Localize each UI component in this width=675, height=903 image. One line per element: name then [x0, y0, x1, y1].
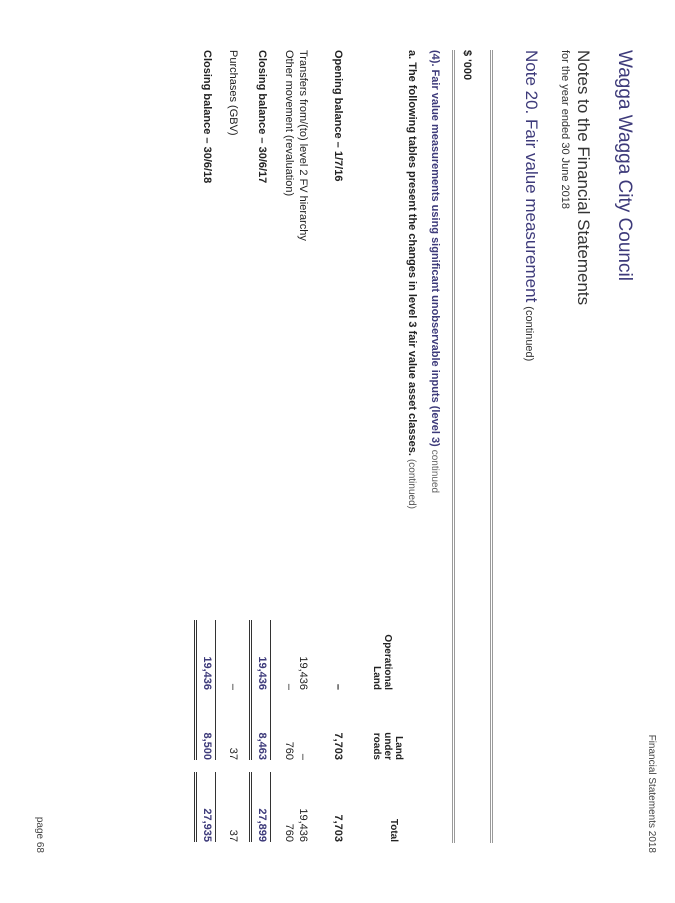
note-title: Note 20. Fair value measurement (continue…	[521, 50, 541, 361]
subtotal-line	[215, 690, 216, 760]
section-title: (4). Fair value measurements using signi…	[429, 50, 441, 493]
document-title: Notes to the Financial Statements	[574, 50, 593, 306]
cell-value: 8,500	[201, 732, 213, 760]
unit-rule	[452, 50, 455, 843]
subsection-title: a. The following tables present the chan…	[406, 50, 418, 509]
cell-value: 7,703	[332, 732, 344, 760]
report-name: Financial Statements 2018	[646, 734, 657, 853]
section-title-suffix: continued	[429, 449, 440, 494]
subtotal-line	[270, 620, 271, 690]
subtotal-line	[270, 772, 271, 842]
subsection-title-text: a. The following tables present the chan…	[406, 50, 418, 456]
total-double-line	[249, 620, 252, 690]
total-double-line	[194, 690, 197, 760]
cell-value: 37	[227, 747, 239, 760]
section-title-text: (4). Fair value measurements using signi…	[429, 50, 441, 447]
subtotal-line	[270, 690, 271, 760]
cell-value: –	[297, 753, 309, 760]
cell-value: 19,436	[256, 656, 268, 690]
total-double-line	[249, 772, 252, 842]
row-label-closing-balance-2018: Closing balance – 30/6/18	[201, 50, 213, 184]
cell-value: 19,436	[297, 656, 309, 690]
row-label-purchases: Purchases (GBV)	[227, 50, 239, 136]
note-title-text: Note 20. Fair value measurement	[522, 50, 541, 303]
cell-value: –	[332, 683, 344, 690]
cell-value: 37	[227, 829, 239, 842]
subtotal-line	[215, 772, 216, 842]
cell-value: 760	[283, 741, 295, 760]
cell-value: 7,703	[332, 814, 344, 842]
total-double-line	[249, 690, 252, 760]
cell-value: 19,436	[201, 656, 213, 690]
col-header-line: roads	[371, 732, 382, 760]
row-label-transfers: Transfers from/(to) level 2 FV hierarchy	[297, 50, 309, 241]
col-header-line: Land	[393, 736, 404, 760]
row-label-other-movement: Other movement (revaluation)	[283, 50, 295, 197]
cell-value: 760	[283, 823, 295, 842]
col-header-line: Total	[388, 818, 399, 842]
cell-value: –	[283, 683, 295, 690]
col-header-operational-land: Operational Land	[371, 620, 393, 690]
note-title-suffix: (continued)	[523, 306, 535, 362]
row-label-closing-balance-2017: Closing balance – 30/6/17	[256, 50, 268, 184]
col-header-land-under-roads: Land under roads	[371, 690, 404, 760]
col-header-line: Operational	[382, 634, 393, 690]
page-number: page 68	[34, 816, 45, 853]
row-label-opening-balance: Opening balance – 1/7/16	[332, 50, 344, 182]
col-header-line: Land	[371, 666, 382, 690]
header-rule	[490, 50, 493, 843]
subsection-title-suffix: (continued)	[406, 458, 417, 509]
cell-value: –	[227, 683, 239, 690]
subtotal-line	[215, 620, 216, 690]
col-header-total: Total	[388, 772, 399, 842]
cell-value: 19,436	[297, 808, 309, 842]
total-double-line	[194, 620, 197, 690]
col-header-line: under	[382, 732, 393, 760]
council-name: Wagga Wagga City Council	[614, 50, 635, 281]
cell-value: 27,935	[201, 808, 213, 842]
unit-label: $ '000	[461, 50, 473, 81]
period: for the year ended 30 June 2018	[559, 50, 571, 210]
cell-value: 27,899	[256, 808, 268, 842]
total-double-line	[194, 772, 197, 842]
cell-value: 8,463	[256, 732, 268, 760]
